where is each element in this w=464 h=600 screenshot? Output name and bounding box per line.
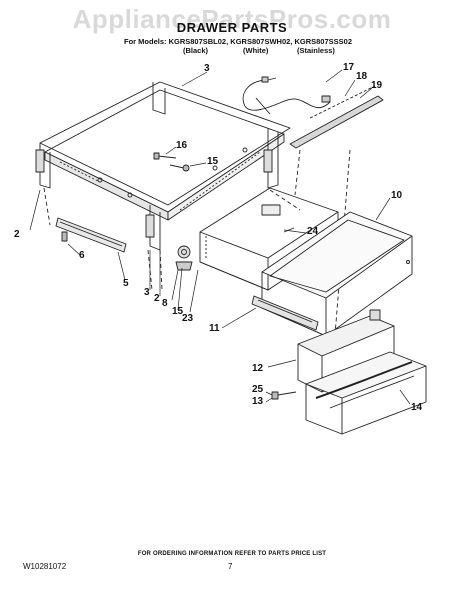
callout-3: 3 bbox=[204, 63, 210, 74]
part-frame bbox=[35, 81, 291, 251]
callout-6: 6 bbox=[79, 250, 85, 261]
callout-13: 13 bbox=[252, 396, 264, 407]
page-number: 7 bbox=[228, 562, 233, 571]
callout-19: 19 bbox=[371, 80, 383, 91]
callout-16: 16 bbox=[176, 140, 188, 151]
part-clip-8 bbox=[175, 245, 193, 271]
callout-8: 8 bbox=[162, 298, 168, 309]
callout-25: 25 bbox=[252, 384, 264, 395]
part-screw-16 bbox=[153, 152, 190, 172]
watermark: AppliancePartsPros.com bbox=[72, 4, 392, 34]
ordering-info: FOR ORDERING INFORMATION REFER TO PARTS … bbox=[137, 551, 327, 557]
part-drawer-front-outer bbox=[305, 351, 427, 435]
callout-14: 14 bbox=[411, 402, 423, 413]
callout-23: 23 bbox=[182, 313, 194, 324]
model-list: For Models: KGRS807SBL02, KGRS807SWH02, … bbox=[124, 37, 352, 46]
callout-15-upper: 15 bbox=[207, 156, 219, 167]
callout-15-lower: 15 bbox=[172, 306, 184, 317]
part-drawer-pan bbox=[261, 211, 413, 337]
page-title: DRAWER PARTS bbox=[176, 20, 288, 35]
part-wire-harness bbox=[242, 76, 331, 115]
callout-12: 12 bbox=[252, 363, 264, 374]
callout-2-lower: 2 bbox=[154, 293, 160, 304]
callout-24: 24 bbox=[307, 226, 319, 237]
callout-5: 5 bbox=[123, 278, 129, 289]
document-number: W10281072 bbox=[23, 562, 67, 571]
callout-18: 18 bbox=[356, 71, 368, 82]
variant-white: (White) bbox=[243, 46, 269, 55]
part-screw-13 bbox=[271, 391, 297, 400]
part-slide-rail-left bbox=[55, 217, 127, 253]
callout-17: 17 bbox=[343, 62, 355, 73]
callout-leaders bbox=[29, 69, 411, 405]
part-gasket-strip bbox=[289, 85, 384, 149]
callout-11: 11 bbox=[209, 323, 220, 334]
callout-2-left: 2 bbox=[14, 229, 20, 240]
callout-3-lower: 3 bbox=[144, 287, 150, 298]
variant-black: (Black) bbox=[183, 46, 209, 55]
part-slide-rail-front bbox=[251, 295, 319, 331]
variant-stainless: (Stainless) bbox=[297, 46, 335, 55]
callout-10: 10 bbox=[391, 190, 403, 201]
